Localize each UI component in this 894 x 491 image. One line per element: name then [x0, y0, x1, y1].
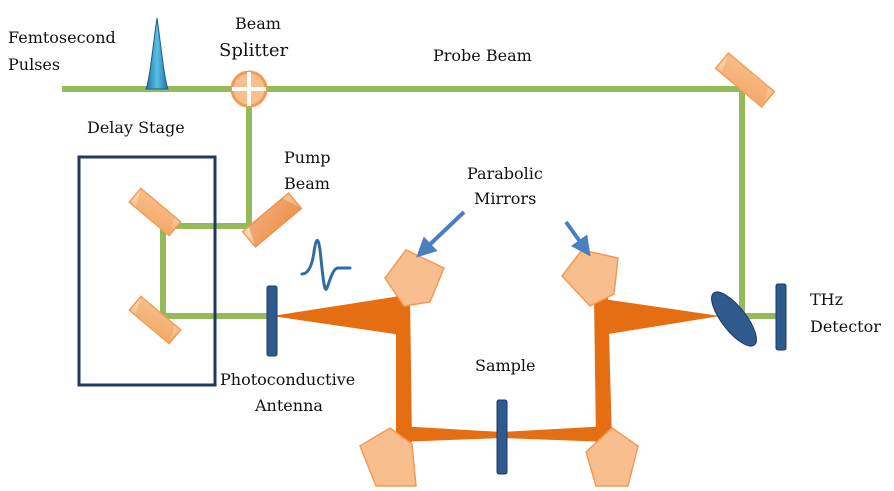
label-thz: THz — [810, 290, 843, 309]
mirror-probe-corner — [714, 51, 776, 109]
arrow-to-right-parabolic-icon — [564, 220, 591, 257]
label-beam: Beam — [235, 14, 281, 33]
photoconductive-antenna-icon — [266, 285, 278, 357]
detector-focusing-mirror-icon — [711, 291, 757, 347]
delay-stage-loop — [160, 223, 275, 319]
thz-detector-icon — [775, 283, 787, 351]
mirror-delay-upper — [128, 187, 182, 237]
parabolic-mirror-upper-left — [384, 249, 445, 307]
beam-splitter-icon — [230, 70, 268, 108]
label-mirrors: Mirrors — [474, 189, 536, 208]
label-pump: Pump — [284, 148, 330, 167]
thz-beam-paths — [272, 296, 720, 442]
label-detector: Detector — [810, 317, 881, 336]
thz-cone-antenna — [272, 296, 408, 336]
optical-beam-paths — [62, 86, 776, 319]
label-photoconductive: Photoconductive — [220, 370, 355, 389]
delay-stage-frame[interactable] — [77, 155, 217, 387]
femtosecond-pulse-icon — [145, 17, 169, 90]
thz-waveform-icon — [300, 239, 352, 291]
parabolic-mirror-upper-right — [561, 249, 619, 307]
mirror-delay-lower — [128, 295, 182, 345]
arrow-to-left-parabolic-icon — [416, 210, 466, 258]
label-pump-beam: Beam — [284, 174, 330, 193]
label-femtosecond: Femtosecond — [8, 28, 116, 47]
thz-collimated-left — [396, 296, 412, 442]
label-probe-beam: Probe Beam — [433, 46, 532, 65]
label-antenna: Antenna — [254, 396, 323, 415]
thz-cone-detector — [596, 298, 720, 336]
label-parabolic: Parabolic — [467, 164, 543, 183]
label-pulses: Pulses — [8, 55, 60, 74]
sample-icon — [496, 399, 508, 475]
parabolic-mirror-lower-left — [359, 427, 417, 487]
label-delay-stage: Delay Stage — [87, 118, 185, 137]
label-splitter: Splitter — [219, 40, 288, 61]
parabolic-mirror-lower-right — [585, 427, 639, 487]
mirror-pump-corner — [241, 191, 303, 249]
label-sample: Sample — [475, 356, 536, 375]
